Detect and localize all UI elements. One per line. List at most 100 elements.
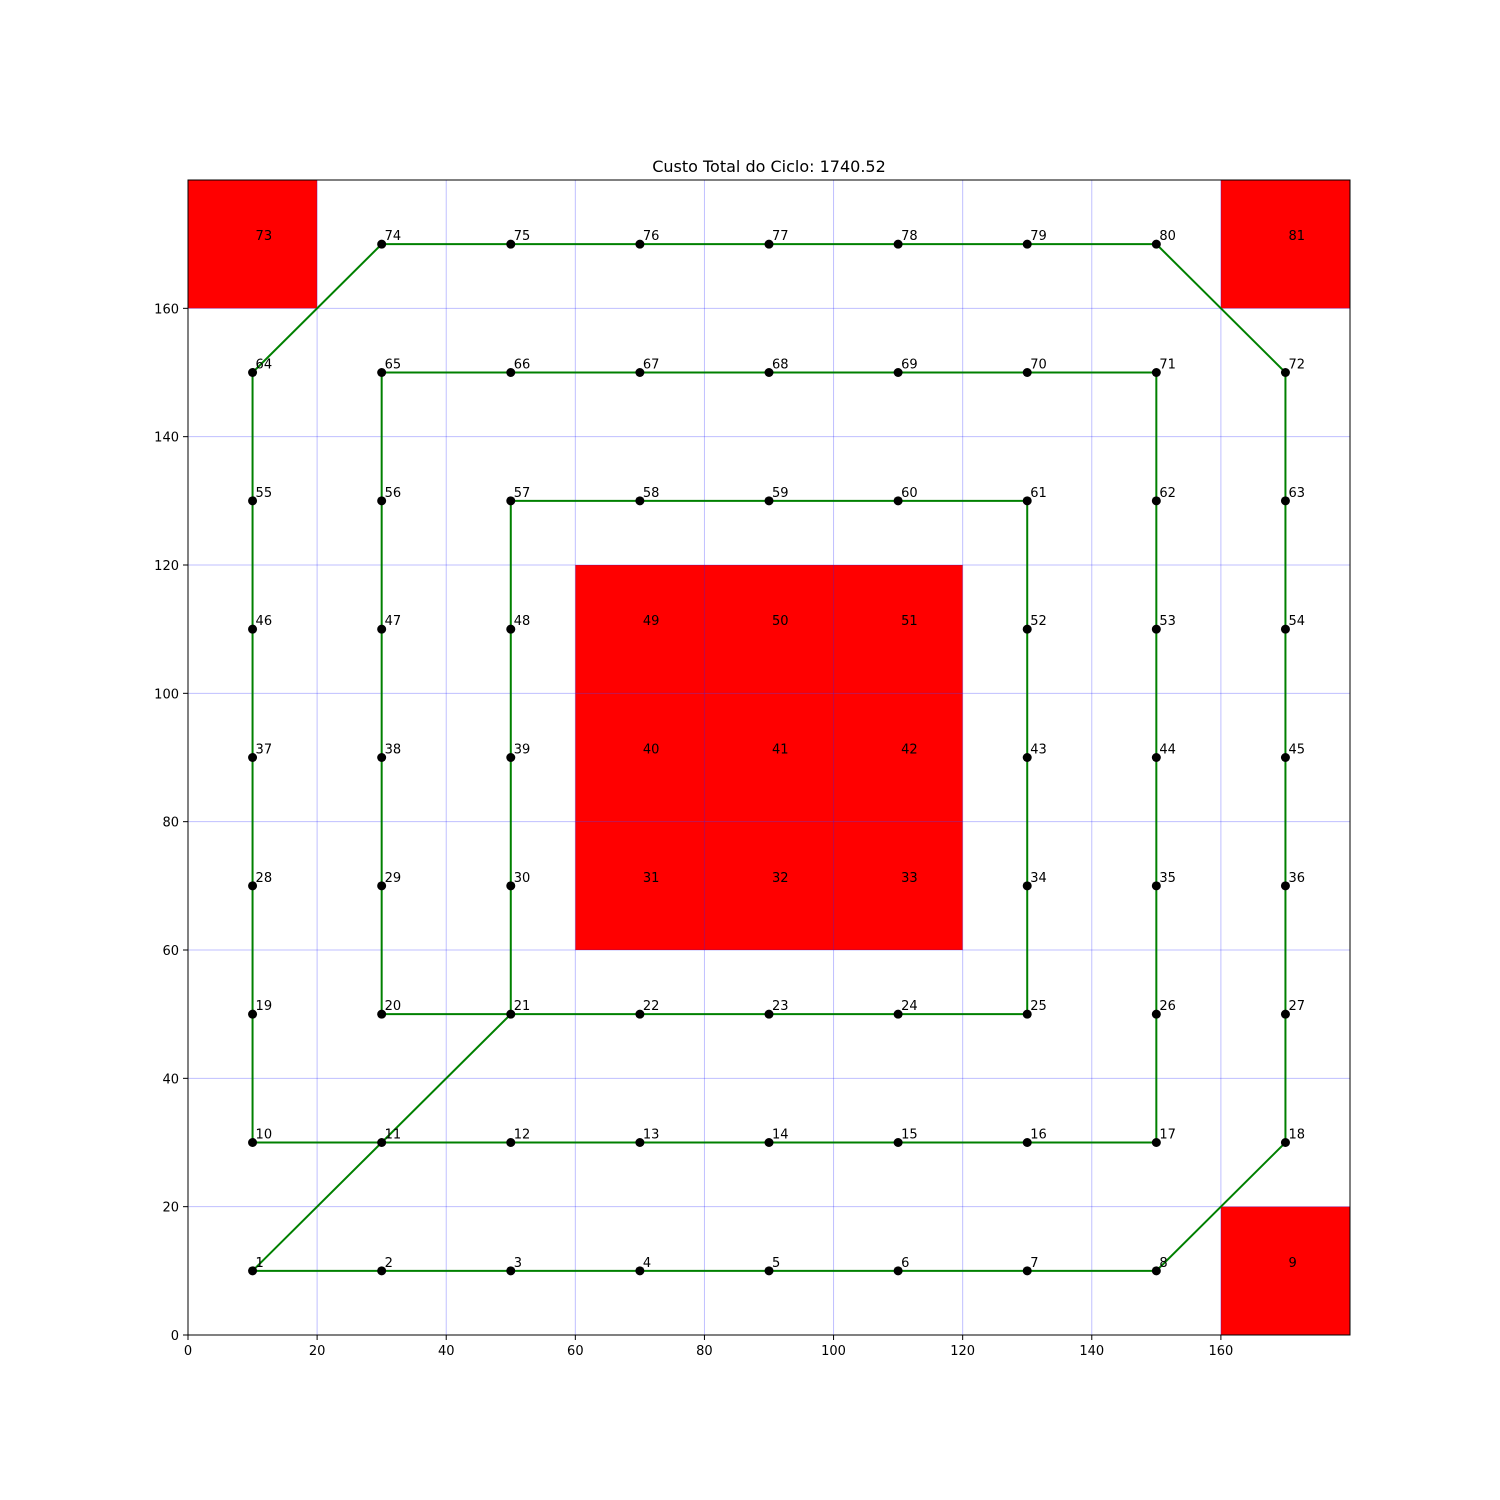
node-point-23 (764, 1009, 774, 1019)
x-tick-label: 140 (1079, 1344, 1104, 1359)
node-label-20: 20 (385, 999, 402, 1014)
node-label-42: 42 (901, 743, 918, 758)
node-label-10: 10 (256, 1128, 273, 1143)
node-point-3 (506, 1266, 516, 1276)
node-point-7 (1022, 1266, 1032, 1276)
node-label-52: 52 (1030, 614, 1047, 629)
node-label-47: 47 (385, 614, 402, 629)
node-point-65 (377, 368, 387, 377)
node-point-75 (506, 239, 516, 249)
node-label-46: 46 (256, 614, 273, 629)
cycle-path (251, 243, 1287, 1272)
node-point-20 (377, 1009, 387, 1019)
node-label-56: 56 (385, 486, 402, 501)
node-point-67 (635, 368, 645, 377)
y-tick-label: 40 (162, 1072, 179, 1087)
obstacle-cell-32 (704, 821, 834, 950)
obstacle-cell-40 (575, 693, 705, 822)
node-point-57 (506, 496, 516, 506)
node-point-1 (248, 1266, 258, 1276)
node-point-30 (506, 881, 516, 891)
node-point-2 (377, 1266, 387, 1276)
node-label-34: 34 (1030, 871, 1047, 886)
node-label-21: 21 (514, 999, 531, 1014)
node-point-76 (635, 239, 645, 249)
node-label-7: 7 (1030, 1256, 1038, 1271)
obstacle-cell-9 (1220, 1206, 1350, 1335)
x-tick-label: 100 (821, 1344, 846, 1359)
node-label-55: 55 (256, 486, 273, 501)
node-label-12: 12 (514, 1128, 531, 1143)
x-tick-label: 20 (309, 1344, 326, 1359)
node-label-11: 11 (385, 1128, 402, 1143)
node-point-55 (248, 496, 258, 506)
node-label-39: 39 (514, 743, 531, 758)
node-point-63 (1280, 496, 1290, 506)
node-point-54 (1280, 624, 1290, 634)
obstacle-cell-73 (188, 180, 318, 309)
node-point-58 (635, 496, 645, 506)
node-point-25 (1022, 1009, 1032, 1019)
node-label-69: 69 (901, 358, 918, 373)
node-label-18: 18 (1288, 1128, 1305, 1143)
obstacles-layer (188, 180, 1350, 1335)
x-tick-label: 60 (567, 1344, 584, 1359)
node-label-51: 51 (901, 614, 918, 629)
node-point-77 (764, 239, 774, 249)
node-label-43: 43 (1030, 743, 1047, 758)
node-label-2: 2 (385, 1256, 393, 1271)
node-label-17: 17 (1159, 1128, 1176, 1143)
node-label-71: 71 (1159, 358, 1176, 373)
axes-frame (187, 179, 1351, 1336)
node-point-18 (1280, 1138, 1290, 1147)
node-point-70 (1022, 368, 1032, 377)
node-point-56 (377, 496, 387, 506)
node-label-65: 65 (385, 358, 402, 373)
x-tick-label: 40 (438, 1344, 455, 1359)
node-point-4 (635, 1266, 645, 1276)
node-point-17 (1151, 1138, 1161, 1147)
node-label-19: 19 (256, 999, 273, 1014)
node-label-4: 4 (643, 1256, 651, 1271)
node-label-1: 1 (256, 1256, 264, 1271)
node-label-75: 75 (514, 229, 531, 244)
node-point-60 (893, 496, 903, 506)
node-point-34 (1022, 881, 1032, 891)
obstacle-cell-49 (575, 565, 705, 694)
node-point-16 (1022, 1138, 1032, 1147)
node-label-31: 31 (643, 871, 660, 886)
obstacle-cell-51 (833, 565, 963, 694)
node-label-25: 25 (1030, 999, 1047, 1014)
node-label-54: 54 (1288, 614, 1305, 629)
node-label-68: 68 (772, 358, 789, 373)
node-label-5: 5 (772, 1256, 780, 1271)
node-label-62: 62 (1159, 486, 1176, 501)
node-point-8 (1151, 1266, 1161, 1276)
y-tick-label: 20 (162, 1201, 179, 1216)
node-point-53 (1151, 624, 1161, 634)
node-point-66 (506, 368, 516, 377)
node-point-11 (377, 1138, 387, 1147)
node-point-10 (248, 1138, 258, 1147)
node-label-22: 22 (643, 999, 660, 1014)
node-point-45 (1280, 753, 1290, 762)
node-label-23: 23 (772, 999, 789, 1014)
node-point-14 (764, 1138, 774, 1147)
node-label-28: 28 (256, 871, 273, 886)
node-point-62 (1151, 496, 1161, 506)
node-label-74: 74 (385, 229, 402, 244)
node-point-21 (506, 1009, 516, 1019)
obstacle-cell-33 (833, 821, 963, 950)
node-point-5 (764, 1266, 774, 1276)
node-point-44 (1151, 753, 1161, 762)
node-point-35 (1151, 881, 1161, 891)
y-tick-label: 120 (154, 559, 179, 574)
node-point-24 (893, 1009, 903, 1019)
node-label-66: 66 (514, 358, 531, 373)
node-label-67: 67 (643, 358, 660, 373)
x-tick-label: 80 (696, 1344, 713, 1359)
node-label-79: 79 (1030, 229, 1047, 244)
